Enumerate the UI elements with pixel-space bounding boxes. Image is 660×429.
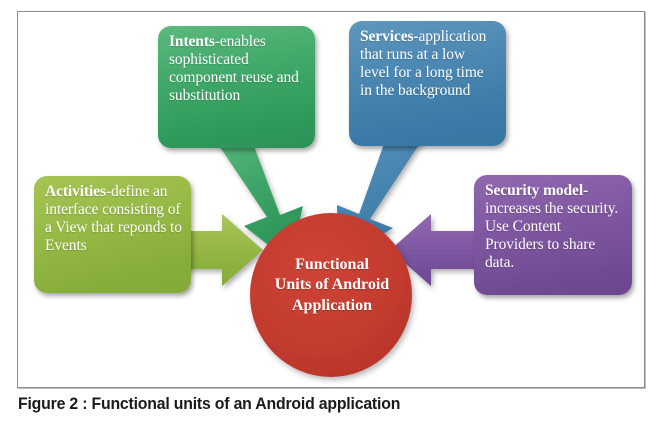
callout-services-lead: Services- [360,28,419,45]
figure-border: Intents-enables sophisticated component … [17,11,645,388]
callout-security-lead: Security model- [485,182,589,199]
diagram-artwork [155,128,488,377]
down-right-arrow [214,128,303,262]
callout-activities-text: -define an interface consisting of a Vie… [45,183,182,254]
callout-security[interactable]: Security model-increases the security. U… [474,175,632,295]
callout-services-text: application that runs at a low level for… [360,28,487,99]
diagram-canvas: Intents-enables sophisticated component … [18,12,644,387]
callout-services[interactable]: Services-application that runs at a low … [349,21,506,146]
callout-activities-lead: Activities [45,183,106,200]
figure-caption: Figure 2 : Functional units of an Androi… [18,394,401,413]
callout-intents-lead: Intents [169,33,215,50]
callout-intents[interactable]: Intents-enables sophisticated component … [158,26,315,148]
left-arrow [390,214,488,286]
callout-intents-text: -enables sophisticated component reuse a… [169,33,299,104]
callout-security-text: increases the security. Use Content Prov… [485,199,619,271]
callout-activities[interactable]: Activities-define an interface consistin… [34,176,191,293]
central-circle [250,213,412,377]
